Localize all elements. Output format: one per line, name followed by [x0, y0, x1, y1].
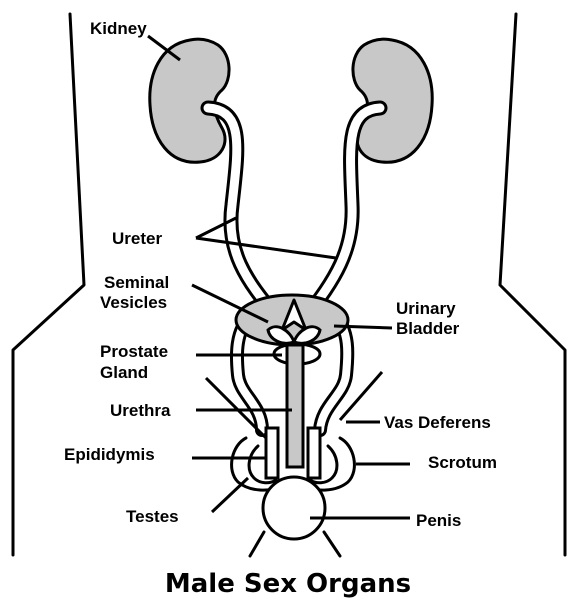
penis [263, 477, 325, 539]
label-urinary-bladder-2: Bladder [396, 319, 460, 338]
label-testes: Testes [126, 507, 179, 526]
urethra [287, 345, 303, 467]
left-kidney [150, 39, 229, 162]
label-seminal-vesicles-2: Vesicles [100, 293, 167, 312]
label-urethra: Urethra [110, 401, 171, 420]
right-kidney [353, 39, 432, 162]
label-urinary-bladder-1: Urinary [396, 299, 456, 318]
label-vas-deferens: Vas Deferens [384, 413, 491, 432]
label-seminal-vesicles-1: Seminal [104, 273, 169, 292]
body-outline [13, 14, 565, 555]
label-prostate-gland-1: Prostate [100, 342, 168, 361]
label-prostate-gland-2: Gland [100, 363, 148, 382]
label-epididymis: Epididymis [64, 445, 155, 464]
label-scrotum: Scrotum [428, 453, 497, 472]
diagram-title: Male Sex Organs [165, 569, 411, 599]
label-ureter: Ureter [112, 229, 162, 248]
label-kidney: Kidney [90, 19, 147, 38]
label-penis: Penis [416, 511, 461, 530]
